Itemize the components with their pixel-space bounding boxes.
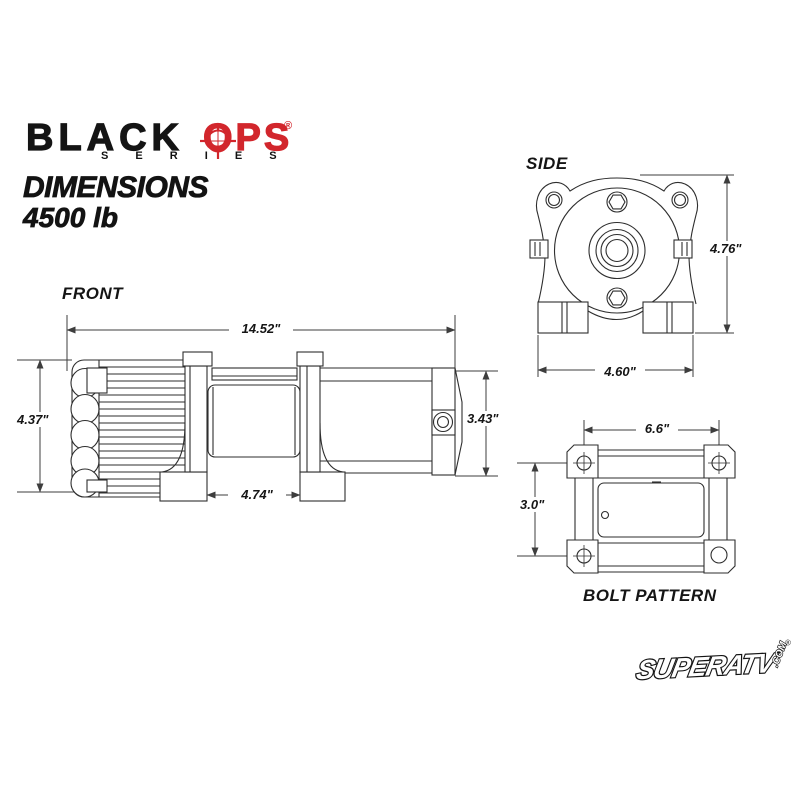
drum-assembly (207, 367, 301, 458)
brand-series-label: S E R I E S (101, 150, 289, 162)
cross-rails (574, 449, 728, 573)
bolt-pattern-drawing (517, 420, 736, 574)
page-title: DIMENSIONS (23, 171, 209, 204)
front-overall-height-dim: 4.37" (14, 412, 52, 427)
capacity-label: 4500 lb (23, 202, 119, 233)
superatv-wordmark: SUPERATV (634, 647, 780, 685)
brand-black-wordmark: BLACK (25, 117, 184, 159)
crosshair-target-icon (200, 123, 236, 159)
bolt-width-dim: 6.6" (636, 421, 678, 436)
side-view-drawing (529, 174, 734, 377)
side-view-label: SIDE (526, 154, 568, 173)
bolt-pattern-label: BOLT PATTERN (583, 586, 717, 605)
bolt-height-dim: 3.0" (517, 497, 548, 512)
front-winch-outline (70, 351, 463, 502)
bolt-frame-outline (566, 444, 736, 574)
bolt-holes (573, 452, 730, 567)
gear-housing (318, 367, 463, 476)
side-winch-outline (529, 177, 699, 334)
front-end-height-dim: 3.43" (464, 411, 502, 426)
front-view-label: FRONT (62, 284, 124, 303)
housing-silhouette (535, 177, 699, 305)
front-drum-width-dim: 4.74" (228, 487, 286, 502)
superatv-registered-mark: ® (785, 638, 791, 647)
right-flange (296, 351, 346, 502)
brand-registered-mark: ® (284, 120, 293, 132)
hex-bolts (606, 191, 628, 309)
superatv-watermark-logo: SUPERATV .COM ® (633, 638, 791, 686)
center-hub (588, 221, 646, 280)
drum-top-outline (597, 482, 705, 538)
side-overall-width-dim: 4.60" (595, 364, 645, 379)
ear-bolt-holes (545, 191, 689, 209)
left-flange (159, 351, 213, 502)
mounting-feet (537, 301, 694, 334)
side-overall-height-dim: 4.76" (707, 241, 745, 256)
side-tabs (529, 239, 693, 259)
front-overall-width-dim: 14.52" (229, 321, 293, 336)
front-view-drawing (17, 315, 498, 502)
